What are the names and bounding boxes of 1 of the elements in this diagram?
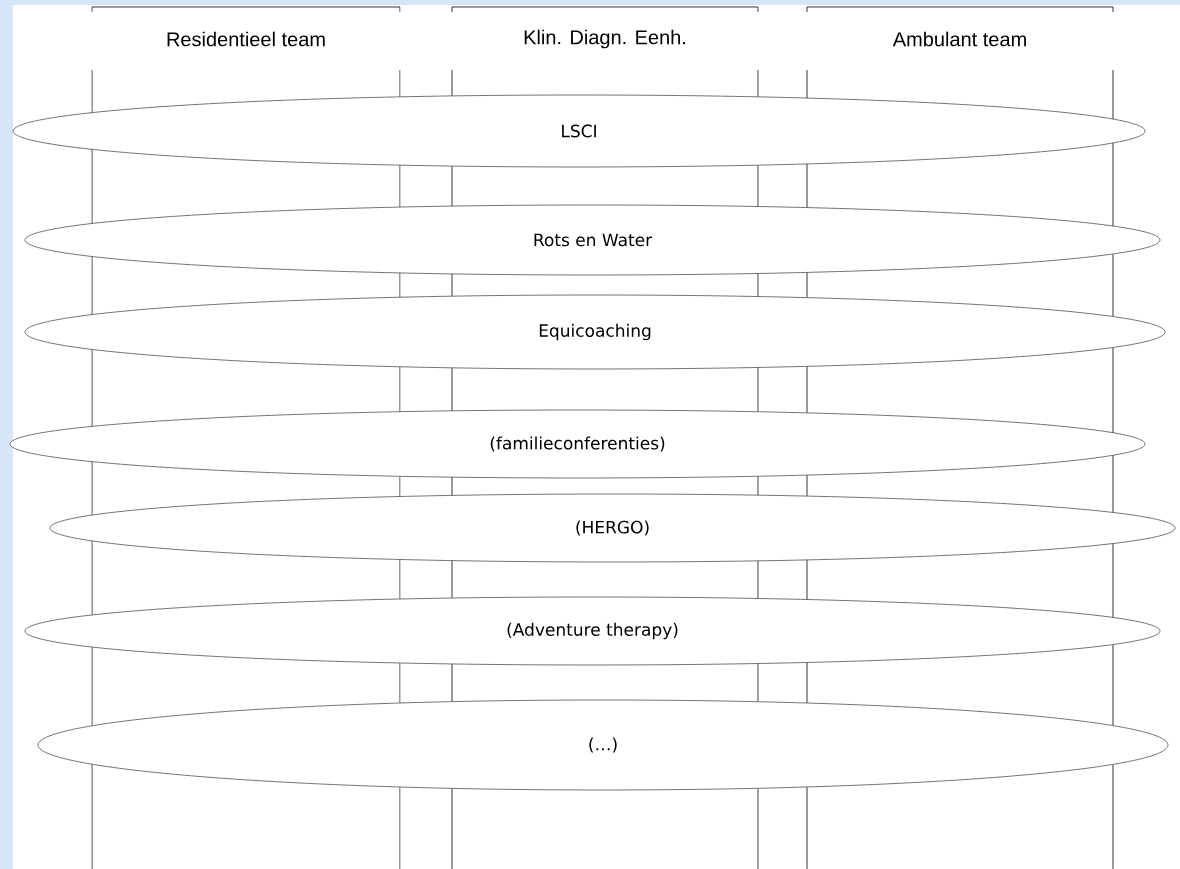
node-label: (HERGO) bbox=[576, 520, 649, 536]
